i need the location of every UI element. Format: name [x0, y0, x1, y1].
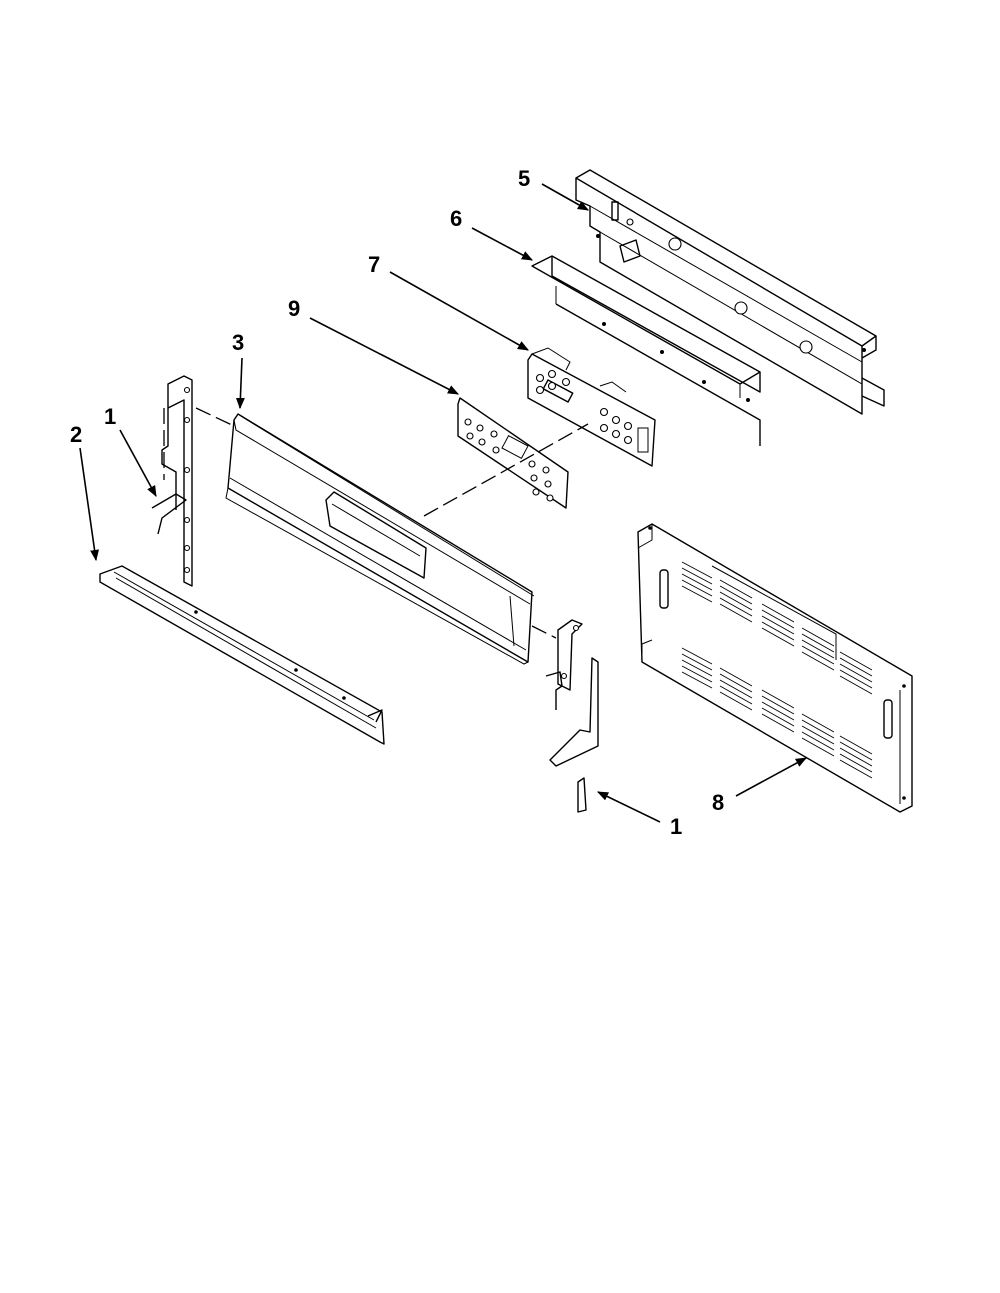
part-1-right-side-bracket — [545, 619, 599, 813]
callout-labels: 1 2 3 9 7 6 5 1 8 — [70, 166, 724, 839]
callout-1-right: 1 — [670, 814, 682, 839]
alignment-lines — [195, 407, 589, 639]
part-8-vented-cover-panel — [637, 523, 913, 813]
callout-9: 9 — [288, 296, 300, 321]
callout-2: 2 — [70, 422, 82, 447]
callout-3: 3 — [232, 330, 244, 355]
callout-7: 7 — [368, 252, 380, 277]
leader-arrows — [79, 183, 807, 823]
vent-pattern — [681, 561, 873, 779]
callout-1-left: 1 — [104, 404, 116, 429]
callout-5: 5 — [518, 166, 530, 191]
part-7-control-board — [527, 347, 656, 467]
part-9-switch-membrane — [457, 397, 569, 509]
part-5-rear-bracket — [575, 169, 885, 415]
callout-6: 6 — [450, 206, 462, 231]
part-2-trim-strip — [99, 565, 385, 745]
callout-8: 8 — [712, 790, 724, 815]
part-6-panel-backer — [531, 255, 761, 446]
part-3-control-panel — [225, 413, 535, 665]
part-1-left-side-bracket — [151, 375, 193, 587]
